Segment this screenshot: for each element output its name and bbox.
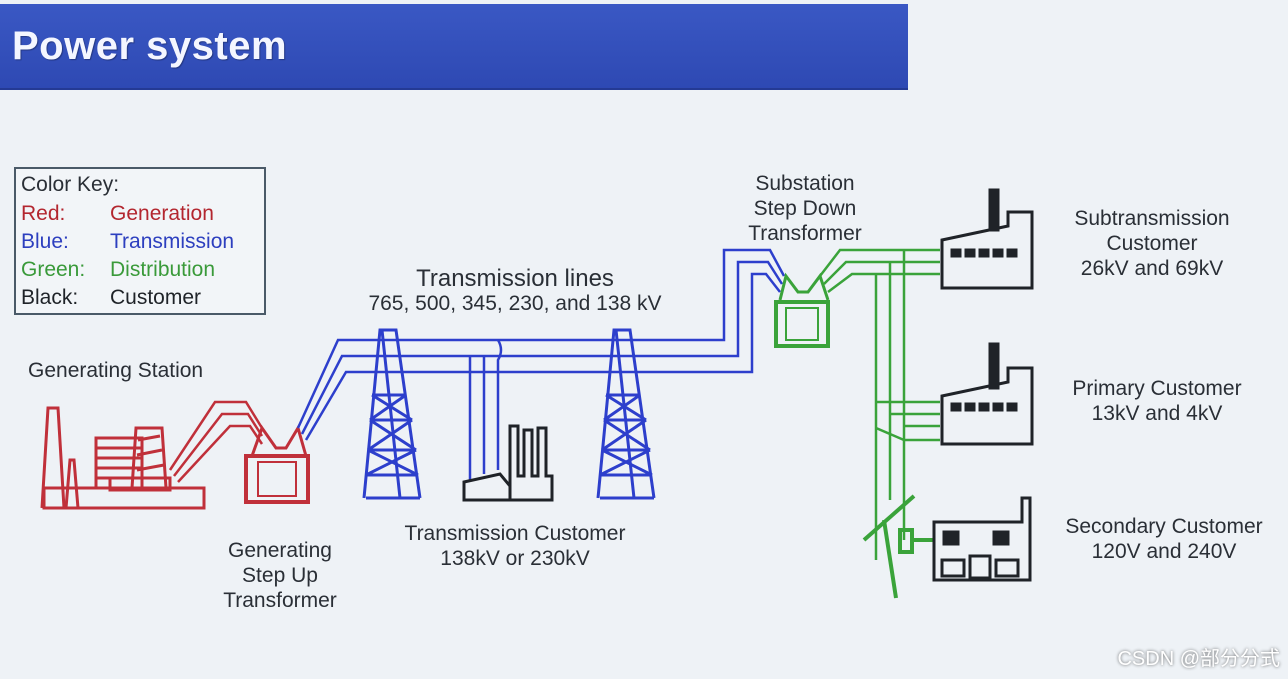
transmission-tower-icon <box>596 328 656 500</box>
label-line: 765, 500, 345, 230, and 138 kV <box>368 292 662 315</box>
generation-lines <box>168 400 264 483</box>
title-bar: Power system <box>0 4 908 90</box>
transmission-lines-label: Transmission lines 765, 500, 345, 230, a… <box>330 266 700 316</box>
key-label: Red: <box>21 202 66 225</box>
substation-transformer-icon <box>774 272 830 348</box>
key-label: Green: <box>21 258 86 281</box>
transmission-customer-icon <box>462 424 554 502</box>
label-line: Transmission lines <box>416 265 614 292</box>
label-line: 138kV or 230kV <box>440 547 590 570</box>
label-line: 26kV and 69kV <box>1080 257 1224 280</box>
distribution-lines <box>819 248 940 560</box>
substation-label: Substation Step Down Transformer <box>730 171 880 246</box>
label-line: Generating <box>228 539 332 562</box>
transmission-customer-label: Transmission Customer 138kV or 230kV <box>380 521 650 571</box>
key-value: Distribution <box>110 258 216 281</box>
secondary-customer-icon <box>932 496 1032 582</box>
key-value: Customer <box>110 286 202 309</box>
label-line: Step Down <box>753 197 857 220</box>
key-value: Transmission <box>110 230 235 253</box>
key-label: Black: <box>21 286 79 309</box>
label-line: Transmission Customer <box>404 522 626 545</box>
step-up-label: Generating Step Up Transformer <box>210 538 350 613</box>
key-label: Blue: <box>21 230 69 253</box>
primary-customer-label: Primary Customer 13kV and 4kV <box>1050 376 1264 426</box>
transmission-tower-icon <box>362 328 422 500</box>
label-line: 13kV and 4kV <box>1091 402 1223 425</box>
label-line: Secondary Customer <box>1065 515 1263 538</box>
label-line: Primary Customer <box>1072 377 1242 400</box>
step-up-transformer-icon <box>244 424 310 504</box>
label-line: Subtransmission <box>1074 207 1230 230</box>
label-line: Transformer <box>748 222 862 245</box>
utility-pole-icon <box>862 494 934 599</box>
label-line: 120V and 240V <box>1091 540 1237 563</box>
generating-station-label: Generating Station <box>28 359 204 382</box>
subtransmission-customer-icon <box>940 188 1034 290</box>
color-key-heading: Color Key: <box>21 173 120 196</box>
label-line: Substation <box>755 172 855 195</box>
color-key: Color Key: Red: Generation Blue: Transmi… <box>14 167 266 315</box>
tap-lines <box>468 339 503 480</box>
transmission-lines <box>296 248 786 441</box>
key-value: Generation <box>110 202 214 225</box>
secondary-customer-label: Secondary Customer 120V and 240V <box>1046 514 1282 564</box>
page-title: Power system <box>12 24 288 68</box>
label-line: Step Up <box>242 564 318 587</box>
primary-customer-icon <box>940 342 1034 446</box>
watermark: CSDN @部分分式 <box>1117 648 1280 670</box>
subtransmission-customer-label: Subtransmission Customer 26kV and 69kV <box>1052 206 1252 281</box>
label-line: Customer <box>1106 232 1198 255</box>
label-line: Transformer <box>223 589 337 612</box>
generating-station-icon <box>40 406 206 510</box>
